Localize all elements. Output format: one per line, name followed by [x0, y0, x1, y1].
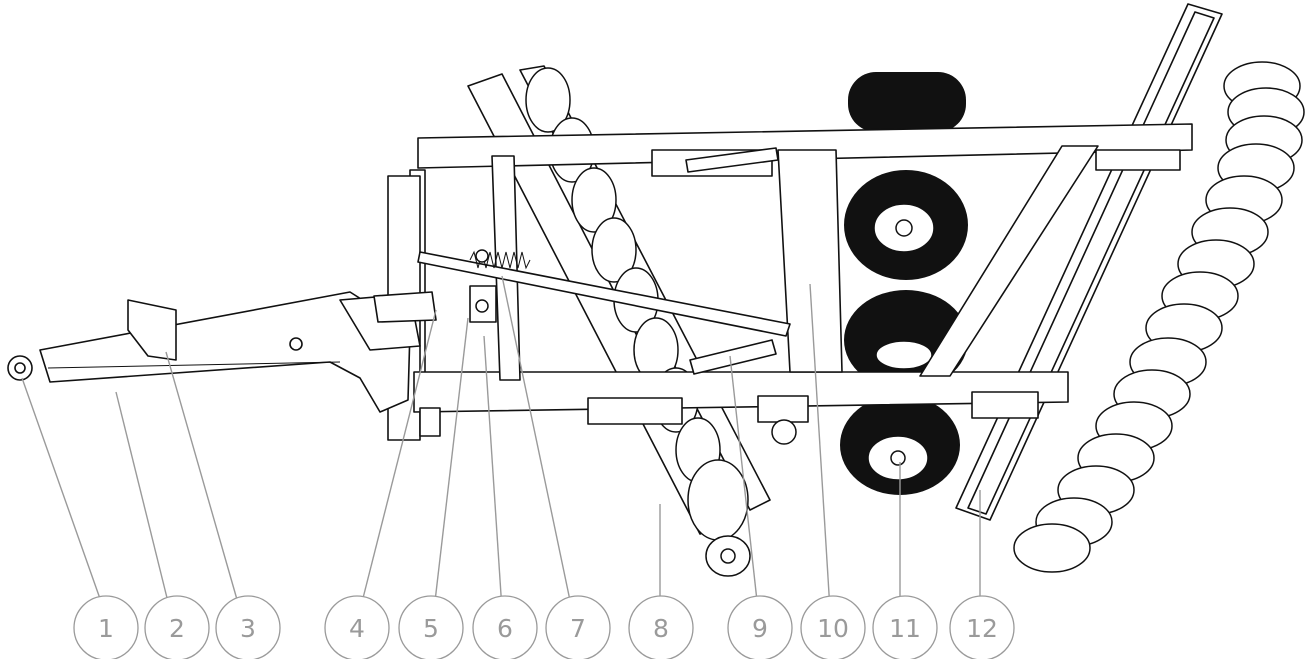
- callout-10-label: 10: [817, 614, 849, 643]
- main-frame: [387, 123, 1193, 445]
- callout-2-label: 2: [169, 614, 185, 643]
- callout-5-label: 5: [423, 614, 439, 643]
- callout-4: 4: [324, 595, 390, 659]
- leader-9: [729, 355, 759, 611]
- callout-2: 2: [144, 595, 210, 659]
- rear-disc-gang: [955, 3, 1305, 573]
- leader-2: [115, 391, 171, 611]
- callout-6: 6: [472, 595, 538, 659]
- callout-12: 12: [949, 595, 1015, 659]
- leader-7: [501, 275, 573, 611]
- rear-discs: [1013, 61, 1305, 573]
- callout-3-label: 3: [240, 614, 256, 643]
- callout-9: 9: [727, 595, 793, 659]
- callout-6-label: 6: [497, 614, 513, 643]
- hitch-tongue: [7, 291, 421, 413]
- leader-1: [21, 377, 105, 611]
- callout-7: 7: [545, 595, 611, 659]
- leader-10: [809, 283, 831, 611]
- callout-11-label: 11: [889, 614, 921, 643]
- leader-lines: [21, 275, 981, 611]
- transport-wheels: [840, 72, 968, 495]
- leader-6: [483, 335, 503, 611]
- callouts: 1 2 3 4 5 6 7 8: [73, 595, 1015, 659]
- callout-3: 3: [215, 595, 281, 659]
- callout-10: 10: [800, 595, 866, 659]
- callout-8: 8: [628, 595, 694, 659]
- callout-11: 11: [872, 595, 938, 659]
- hitch-linkage: [373, 249, 497, 323]
- callout-12-label: 12: [966, 614, 998, 643]
- callout-1: 1: [73, 595, 139, 659]
- callout-5: 5: [398, 595, 464, 659]
- leader-4: [359, 309, 437, 611]
- callout-4-label: 4: [349, 614, 365, 643]
- callout-1-label: 1: [98, 614, 114, 643]
- leader-3: [165, 351, 241, 611]
- leader-5: [433, 317, 469, 611]
- callout-9-label: 9: [752, 614, 768, 643]
- hydraulic-cylinders: [417, 147, 791, 375]
- callout-8-label: 8: [653, 614, 669, 643]
- callout-7-label: 7: [570, 614, 586, 643]
